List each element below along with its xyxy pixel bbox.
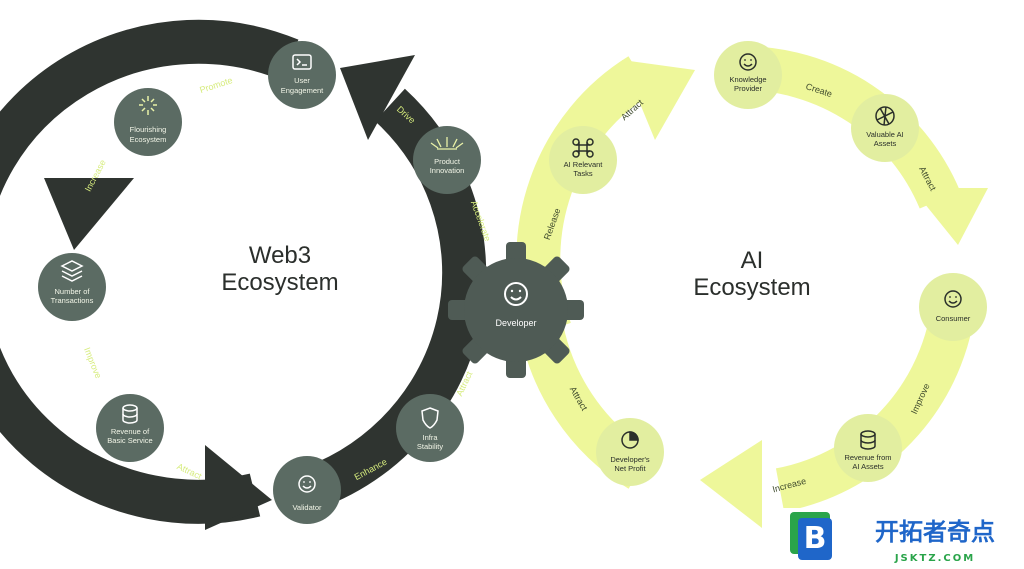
node-label-line2: Ecosystem	[130, 135, 167, 144]
node-label-line2: Innovation	[430, 166, 465, 175]
node-label-line1: Knowledge	[729, 75, 766, 84]
brand-logo-letter: B	[804, 521, 827, 556]
node-number-of-transactions: Number of Transactions	[38, 253, 106, 321]
layers-icon	[60, 260, 84, 282]
node-label-line2: Assets	[874, 139, 897, 148]
arrow-label-promote: Promote	[198, 75, 233, 95]
smile-icon	[739, 53, 757, 71]
node-revenue-of-basic-service: Revenue of Basic Service	[96, 394, 164, 462]
database-icon	[122, 404, 138, 424]
ai-arrowhead-right	[912, 188, 988, 245]
node-label-line2: Transactions	[51, 296, 94, 305]
node-label-line1: Developer's	[610, 455, 650, 464]
node-label-line1: User	[294, 76, 310, 85]
arrow-label-attract-bottom: Attract	[175, 461, 203, 481]
node-revenue-from-ai-assets: Revenue from AI Assets	[834, 414, 902, 482]
ai-title-line1: AI	[741, 247, 764, 274]
node-label-line2: AI Assets	[852, 462, 884, 471]
node-label-line2: Stability	[417, 442, 444, 451]
ai-arrowhead-top	[622, 60, 695, 140]
ai-title-line2: Ecosystem	[693, 274, 810, 301]
node-label-line1: Revenue of	[111, 427, 150, 436]
sunrise-icon	[430, 137, 464, 150]
brand-url: JSKTZ.COM	[894, 553, 975, 564]
web3-ring-left-arc	[0, 19, 299, 524]
terminal-icon	[292, 54, 312, 70]
node-label-line1: Infra	[422, 433, 438, 442]
web3-title-line1: Web3	[249, 242, 311, 269]
watermark: B 开拓者奇点 JSKTZ.COM	[775, 508, 1024, 569]
node-label-line2: Basic Service	[107, 436, 152, 445]
node-label-line1: Product	[434, 157, 461, 166]
smile-icon	[504, 282, 528, 306]
brand-name: 开拓者奇点	[875, 518, 995, 546]
web3-arrowhead-down-left	[44, 178, 134, 250]
web3-title-line2: Ecosystem	[221, 269, 338, 296]
shield-icon	[421, 407, 439, 429]
node-validator: Validator	[273, 456, 341, 524]
command-icon	[572, 138, 594, 158]
aperture-icon	[875, 106, 895, 126]
node-label-line1: Consumer	[936, 314, 971, 323]
node-label-line1: Revenue from	[844, 453, 891, 462]
node-label-line1: AI Relevant	[564, 160, 604, 169]
node-consumer: Consumer	[919, 273, 987, 341]
node-user-engagement: User Engagement	[268, 41, 336, 109]
developer-label: Developer	[495, 318, 536, 328]
ai-arrowhead-bottom	[700, 440, 762, 528]
brand-logo: B	[790, 512, 832, 560]
node-label-line1: Valuable AI	[866, 130, 903, 139]
loading-icon	[139, 96, 157, 115]
node-label-line1: Validator	[292, 503, 322, 512]
smile-icon	[298, 475, 316, 493]
node-flourishing-ecosystem: Flourishing Ecosystem	[114, 88, 182, 156]
node-valuable-ai-assets: Valuable AI Assets	[851, 94, 919, 162]
smile-icon	[944, 290, 962, 308]
node-label-line2: Tasks	[573, 169, 592, 178]
node-label-line2: Engagement	[281, 86, 324, 95]
node-developers-net-profit: Developer's Net Profit	[596, 418, 664, 486]
web3-arrowhead-top	[340, 55, 415, 140]
web3-arrowhead-bottom	[205, 445, 272, 530]
developer-gear: Developer	[448, 242, 584, 378]
node-knowledge-provider: Knowledge Provider	[714, 41, 782, 109]
node-infra-stability: Infra Stability	[396, 394, 464, 462]
database-icon	[860, 430, 876, 450]
node-label-line1: Number of	[54, 287, 90, 296]
node-ai-relevant-tasks: AI Relevant Tasks	[549, 126, 617, 194]
node-label-line2: Provider	[734, 84, 762, 93]
node-label-line1: Flourishing	[130, 125, 167, 134]
node-product-innovation: Product Innovation	[413, 126, 481, 194]
arrow-label-improve: Improve	[82, 346, 103, 380]
pie-chart-icon	[621, 431, 639, 449]
node-label-line2: Net Profit	[614, 464, 646, 473]
